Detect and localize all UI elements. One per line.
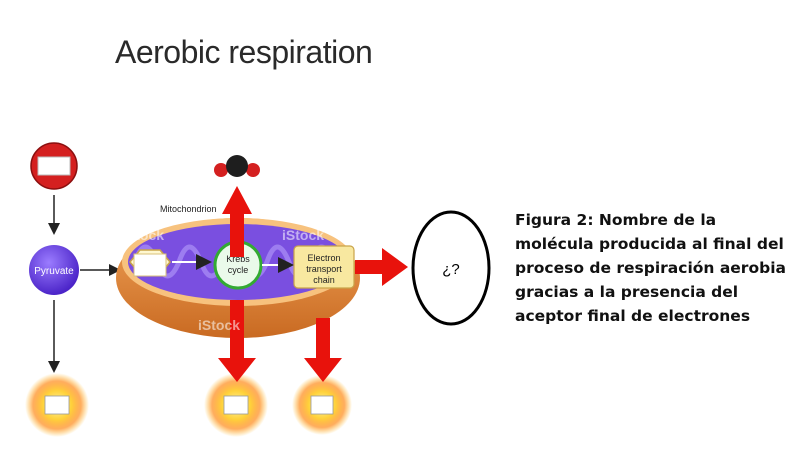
mitochondrion-label: Mitochondrion (160, 204, 217, 214)
page-title: Aerobic respiration (115, 34, 373, 70)
atp-burst-icon (204, 373, 268, 437)
unknown-product: ¿? (411, 210, 491, 326)
arrow-atp-krebs (218, 300, 256, 382)
arrow-to-unknown (355, 248, 408, 286)
arrow-atp-etc (304, 318, 342, 382)
unknown-product-label: ¿? (442, 261, 460, 278)
krebs-label-line2: cycle (228, 265, 249, 275)
carbon-dioxide-icon (214, 155, 260, 177)
watermark: iStock (198, 317, 240, 333)
electron-transport-chain-node: Electron transport chain (293, 245, 355, 289)
watermark: iStock (282, 227, 324, 243)
krebs-label-line1: Krebs (226, 254, 250, 264)
etc-label-line1: Electron (307, 253, 340, 263)
pyruvate-label: Pyruvate (34, 266, 74, 277)
glucose-icon (30, 142, 78, 190)
figure-caption: Figura 2: Nombre de la molécula producid… (515, 211, 786, 325)
atp-burst-icon (25, 373, 89, 437)
atp-burst-icon (292, 375, 352, 435)
pyruvate-node: Pyruvate (29, 245, 79, 295)
etc-label-line3: chain (313, 275, 335, 285)
arrow-co2-out (222, 186, 252, 257)
etc-label-line2: transport (306, 264, 342, 274)
watermark: iStock (122, 227, 164, 243)
